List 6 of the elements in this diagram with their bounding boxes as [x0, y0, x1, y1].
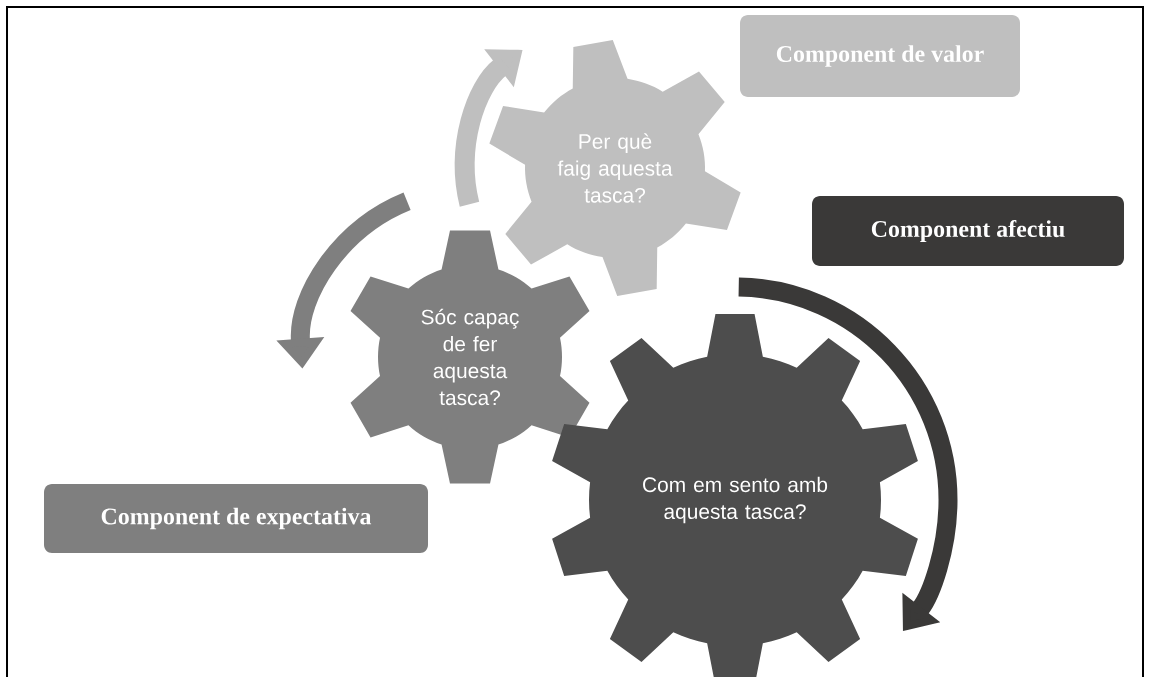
gear: Com em sento amb aquesta tasca? — [552, 314, 918, 677]
label-box: Component de valor — [740, 15, 1020, 97]
gear: Sóc capaç de fer aquesta tasca? — [350, 230, 590, 484]
gear: Per què faig aquesta tasca? — [489, 40, 741, 296]
label-box: Component afectiu — [812, 196, 1124, 266]
label-box: Component de expectativa — [44, 484, 428, 553]
